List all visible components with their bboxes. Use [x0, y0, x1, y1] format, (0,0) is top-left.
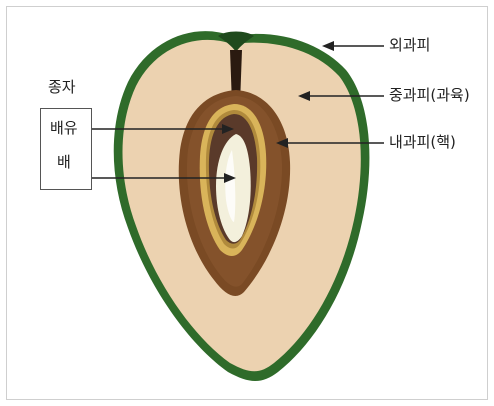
exocarp-label: 외과피 — [389, 38, 430, 53]
seed-label: 종자 — [48, 80, 76, 95]
endosperm-label: 배유 — [50, 121, 78, 136]
embryo-label: 배 — [57, 155, 71, 170]
endocarp-label: 내과피(핵) — [389, 135, 456, 150]
mesocarp-label: 중과피(과육) — [389, 88, 470, 103]
exocarp-arrowhead — [322, 41, 334, 51]
